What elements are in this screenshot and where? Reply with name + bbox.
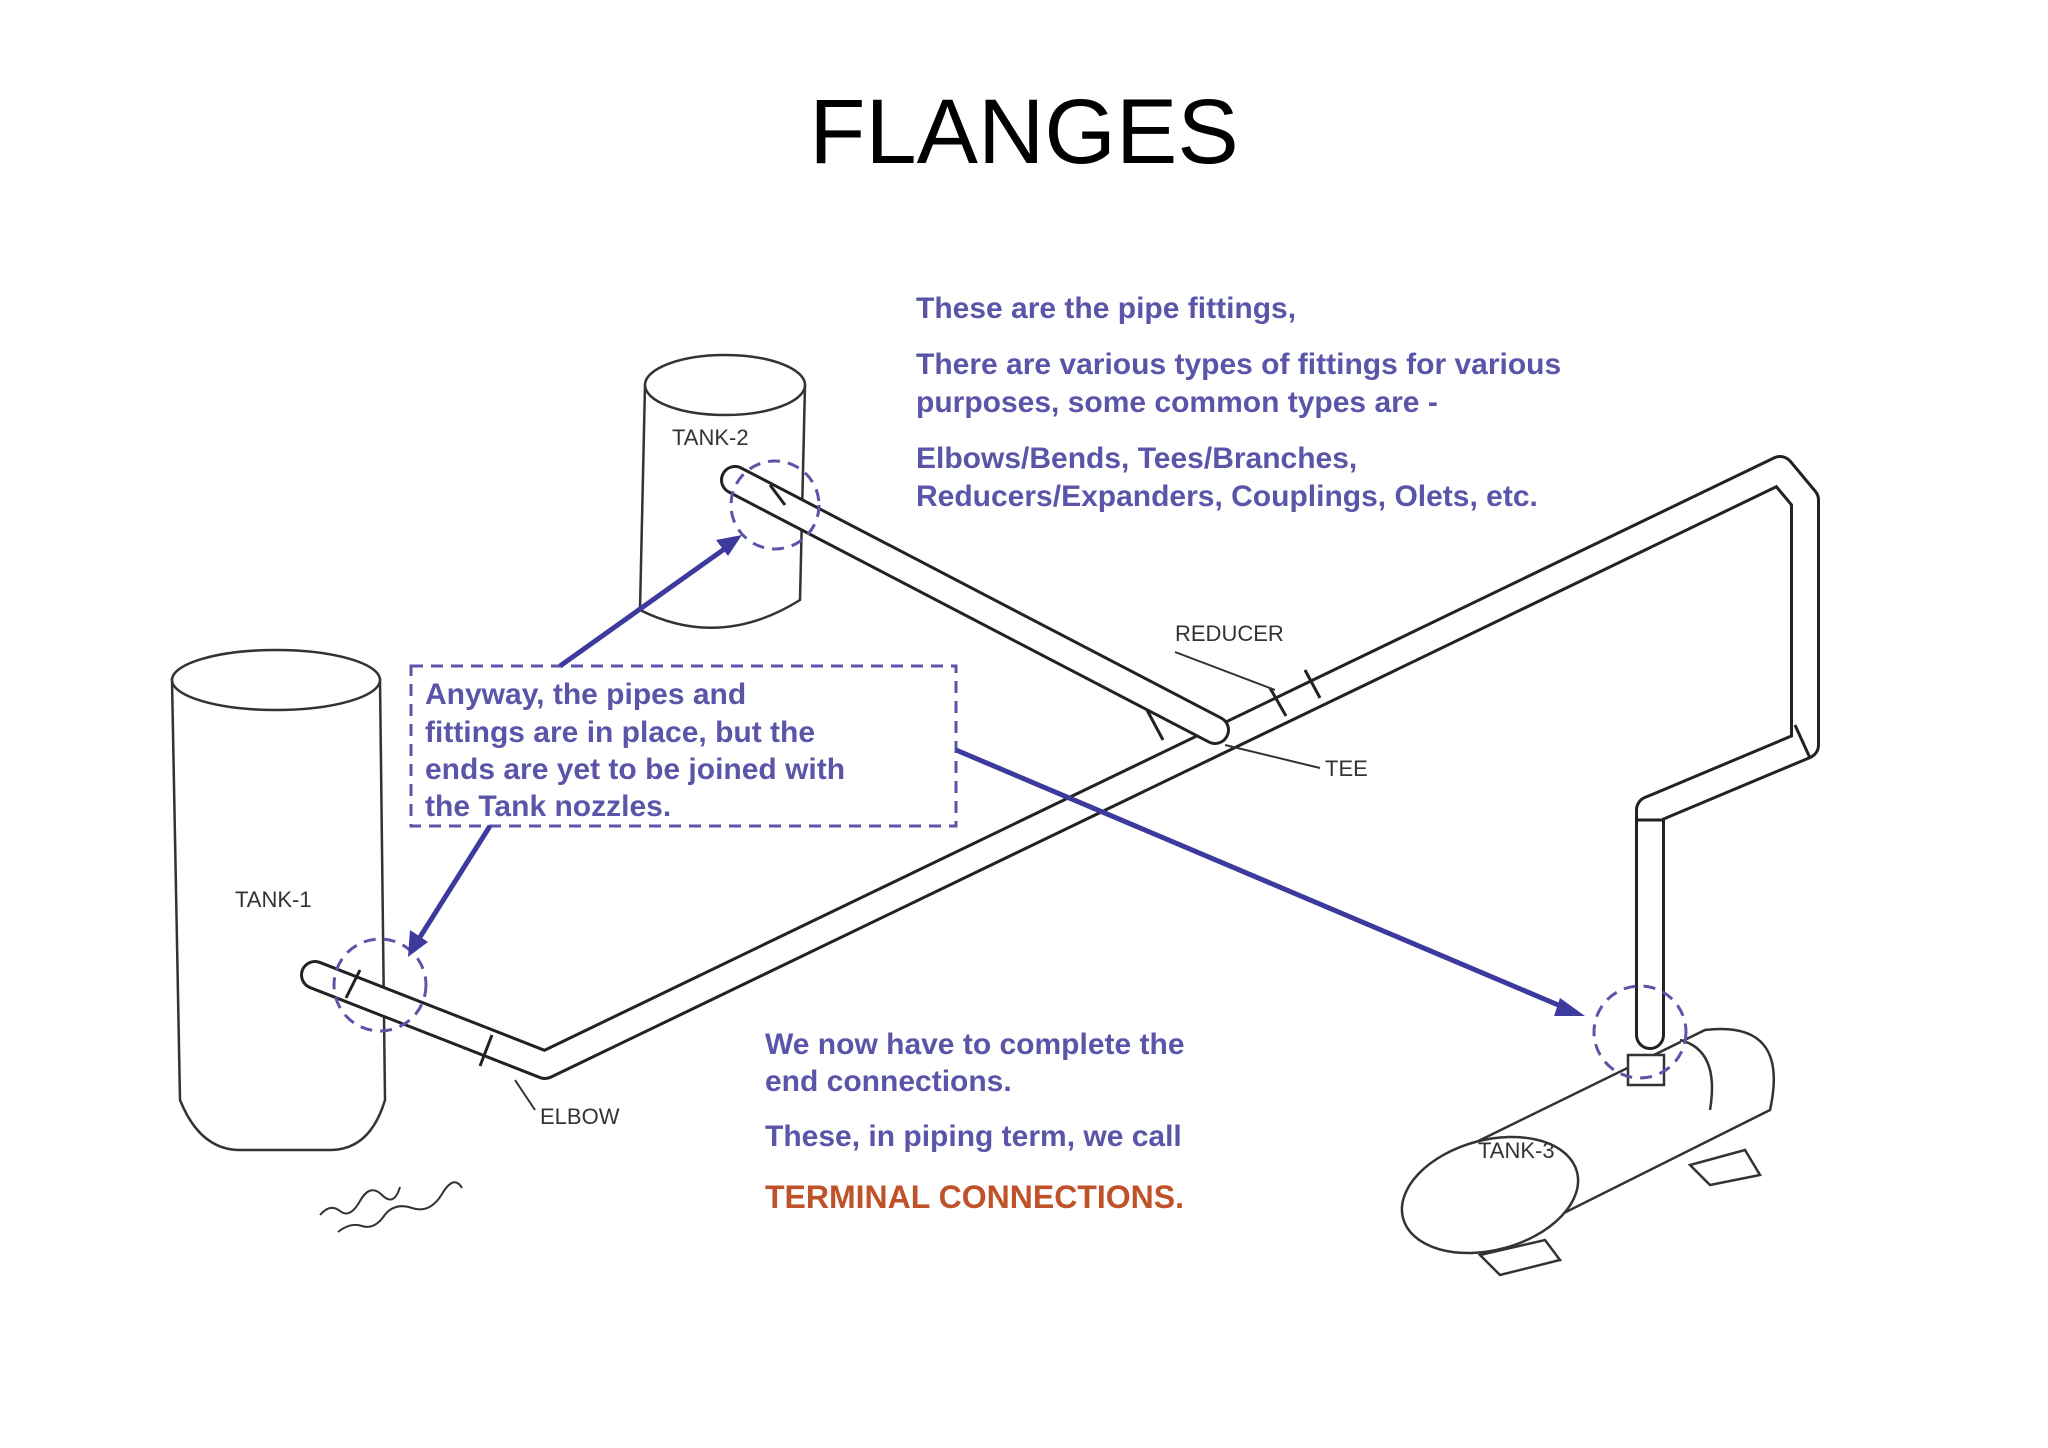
terminal-connections-text: TERMINAL CONNECTIONS. [765, 1179, 1184, 1215]
callout-top-line4: Elbows/Bends, Tees/Branches, [916, 442, 1357, 475]
callout-bottom-line2: end connections. [765, 1065, 1012, 1098]
author-signature [319, 1181, 463, 1233]
callout-top-line2: There are various types of fittings for … [916, 348, 1561, 381]
reducer-label: REDUCER [1175, 621, 1284, 646]
callout-top-line3: purposes, some common types are - [916, 386, 1438, 419]
callout-box-line3: ends are yet to be joined with [425, 753, 845, 786]
callout-box-frame [409, 664, 958, 828]
page-title: FLANGES [809, 81, 1239, 183]
callout-box-line4: the Tank nozzles. [425, 790, 671, 823]
callout-top-line1: These are the pipe fittings, [916, 292, 1296, 325]
tank3-label: TANK-3 [1478, 1138, 1555, 1163]
callout-box-line2: fittings are in place, but the [425, 716, 815, 749]
tank-3 [1400, 1027, 1775, 1277]
tee-label: TEE [1325, 756, 1368, 781]
pipe-network [300, 455, 1820, 1080]
elbow-label: ELBOW [540, 1104, 620, 1129]
tank2-nozzle-marker [729, 459, 821, 551]
tank1-nozzle-marker [332, 937, 428, 1033]
callout-bottom-line1: We now have to complete the [765, 1028, 1185, 1061]
tank2-label: TANK-2 [672, 425, 749, 450]
callout-bottom-line3: These, in piping term, we call [765, 1120, 1182, 1153]
callout-arrows [408, 535, 1585, 1016]
callout-top-line5: Reducers/Expanders, Couplings, Olets, et… [916, 480, 1538, 513]
tank1-label: TANK-1 [235, 887, 312, 912]
tank-2 [638, 353, 807, 630]
callout-box-line1: Anyway, the pipes and [425, 678, 746, 711]
tank-1 [170, 648, 387, 1152]
tank3-nozzle-marker [1592, 984, 1688, 1080]
